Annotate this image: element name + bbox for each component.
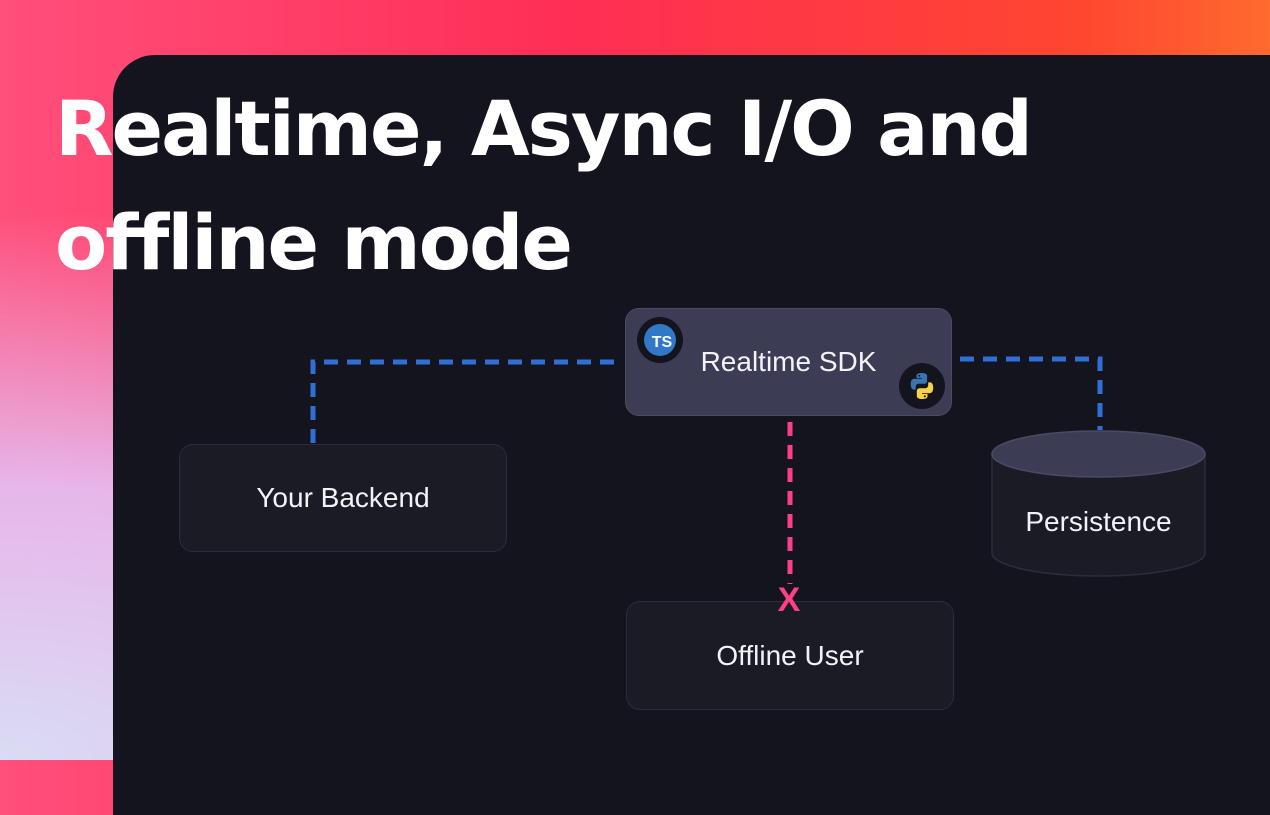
link-sdk-backend xyxy=(310,359,614,444)
headline-line-2: offline mode xyxy=(55,198,573,287)
typescript-badge: TS xyxy=(637,317,683,363)
your-backend-node: Your Backend xyxy=(179,444,507,552)
headline: Realtime, Async I/O and offline mode xyxy=(55,72,1033,300)
persistence-label: Persistence xyxy=(1025,506,1172,537)
python-icon xyxy=(910,373,934,399)
link-sdk-persistence xyxy=(960,356,1103,430)
offline-user-node: Offline User xyxy=(626,601,954,710)
typescript-icon: TS xyxy=(644,324,676,356)
connection-blocked-marker: X xyxy=(777,580,801,619)
offline-user-label: Offline User xyxy=(716,639,864,671)
realtime-sdk-node: Realtime SDK xyxy=(625,308,952,416)
your-backend-label: Your Backend xyxy=(256,482,430,513)
realtime-sdk-label: Realtime SDK xyxy=(700,346,877,377)
headline-line-1: Realtime, Async I/O and xyxy=(55,84,1033,173)
persistence-cylinder xyxy=(991,430,1206,577)
connection-lines xyxy=(310,356,1206,584)
python-badge xyxy=(899,363,945,409)
